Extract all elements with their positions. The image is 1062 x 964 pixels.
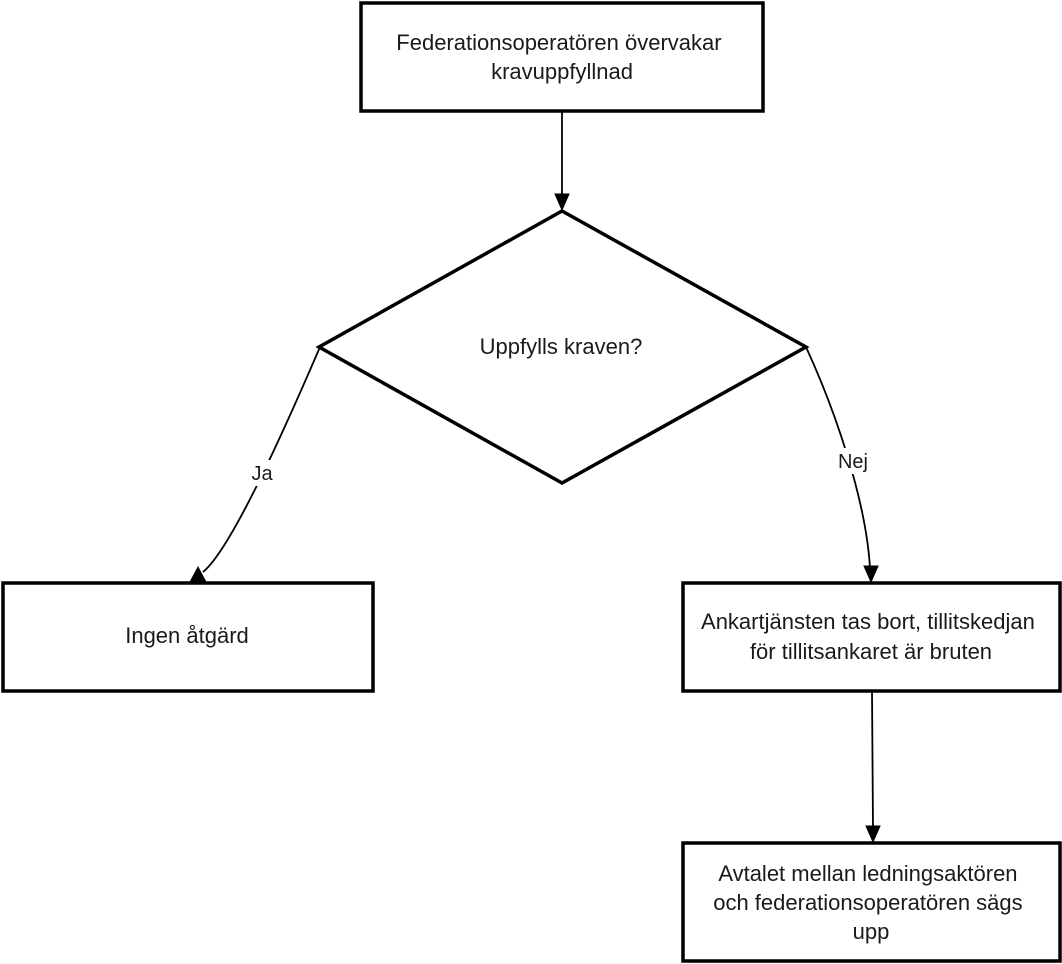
node-decision: Uppfylls kraven? (315, 208, 810, 486)
edge-label-yes: Ja (247, 460, 277, 486)
node-monitor: Federationsoperatören övervakar kravuppf… (359, 1, 765, 113)
node-remove-anchor: Ankartjänsten tas bort, tillitskedjan fö… (681, 581, 1062, 693)
node-no-action-label: Ingen åtgärd (125, 623, 249, 648)
node-decision-line-1: Uppfylls kraven? (480, 334, 643, 359)
node-remove-anchor-label: Ankartjänsten tas bort, tillitskedjan fö… (701, 609, 1041, 664)
edge-label-no: Nej (834, 448, 872, 474)
node-terminate-line-1: Avtalet mellan ledningsaktören (718, 861, 1017, 886)
arrowhead (865, 825, 881, 844)
node-monitor-label: Federationsoperatören övervakar kravuppf… (396, 30, 727, 84)
node-no-action: Ingen åtgärd (1, 581, 375, 693)
edge-remove-anchor-to-terminate (865, 690, 881, 844)
node-remove-anchor-line-1: Ankartjänsten tas bort, tillitskedjan (701, 609, 1035, 634)
node-terminate: Avtalet mellan ledningsaktören och feder… (681, 841, 1062, 963)
arrowhead (863, 565, 879, 584)
node-terminate-line-2: och federationsoperatören sägs (713, 890, 1022, 915)
arrowhead (189, 565, 207, 583)
edge-label-no-text: Nej (838, 451, 868, 473)
node-monitor-line-2: kravuppfyllnad (491, 59, 633, 84)
node-decision-label: Uppfylls kraven? (480, 334, 643, 359)
node-terminate-line-3: upp (853, 919, 890, 944)
node-remove-anchor-line-2: för tillitsankaret är bruten (750, 639, 992, 664)
edge-label-yes-text: Ja (251, 463, 273, 485)
node-terminate-label: Avtalet mellan ledningsaktören och feder… (713, 861, 1029, 944)
node-no-action-line-1: Ingen åtgärd (125, 623, 249, 648)
node-monitor-line-1: Federationsoperatören övervakar (396, 30, 721, 55)
edge-monitor-to-decision (554, 111, 570, 212)
arrowhead (554, 193, 570, 212)
